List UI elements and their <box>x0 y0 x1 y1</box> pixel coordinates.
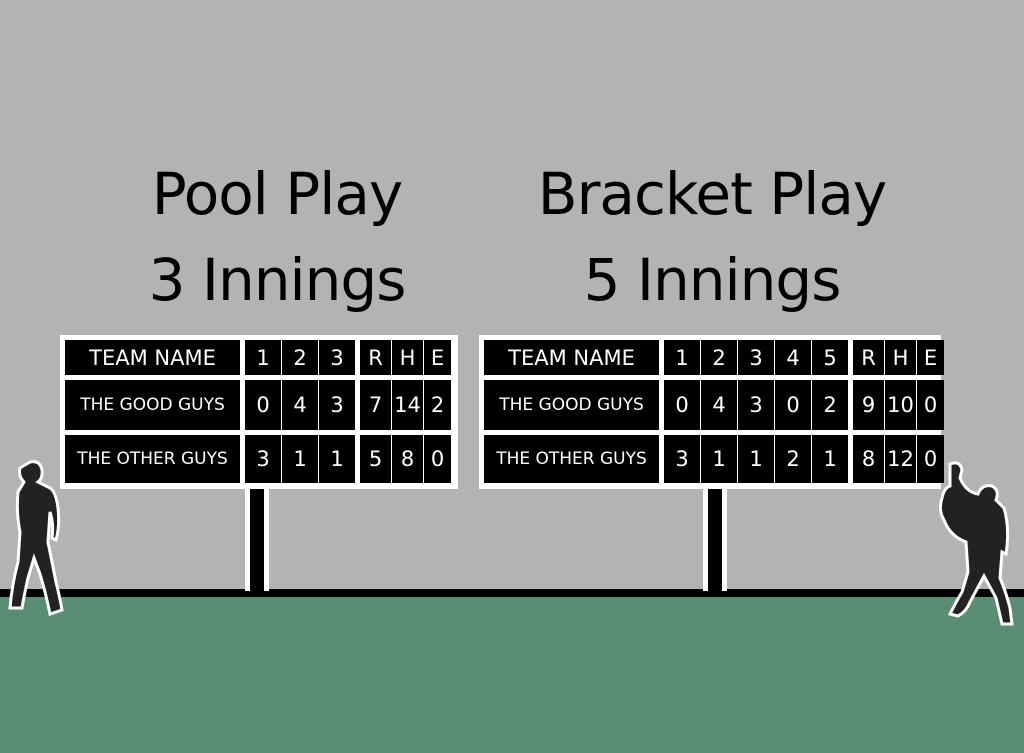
score-cell: 3 <box>664 435 700 483</box>
pool-scoreboard-post <box>245 489 269 591</box>
score-cell: 0 <box>917 380 944 430</box>
bracket-scoreboard-post <box>703 489 727 591</box>
score-cell: 4 <box>282 380 318 430</box>
column-header: H <box>392 340 423 375</box>
column-header: 2 <box>282 340 318 375</box>
column-header: 5 <box>812 340 848 375</box>
score-cell: 3 <box>738 380 774 430</box>
column-header: R <box>853 340 884 375</box>
fielder-right-silhouette-icon <box>938 461 1014 626</box>
column-header: 1 <box>664 340 700 375</box>
column-header: 3 <box>319 340 355 375</box>
score-cell: 0 <box>664 380 700 430</box>
bracket-play-title: Bracket Play <box>537 160 887 228</box>
fielder-left-silhouette-icon <box>8 460 64 616</box>
grass-field <box>0 596 1024 753</box>
team-name-header: TEAM NAME <box>65 340 240 375</box>
column-header: E <box>917 340 944 375</box>
column-header: R <box>360 340 391 375</box>
score-cell: 7 <box>360 380 391 430</box>
team-name-cell: THE GOOD GUYS <box>65 380 240 430</box>
score-cell: 0 <box>917 435 944 483</box>
pool-play-title: Pool Play <box>151 160 403 228</box>
score-cell: 10 <box>885 380 916 430</box>
score-cell: 4 <box>701 380 737 430</box>
column-header: 4 <box>775 340 811 375</box>
score-cell: 1 <box>812 435 848 483</box>
column-header: 1 <box>245 340 281 375</box>
score-cell: 9 <box>853 380 884 430</box>
column-header: H <box>885 340 916 375</box>
team-name-cell: THE GOOD GUYS <box>484 380 659 430</box>
bracket-play-innings: 5 Innings <box>583 246 842 314</box>
score-cell: 8 <box>392 435 423 483</box>
score-cell: 0 <box>775 380 811 430</box>
column-header: 3 <box>738 340 774 375</box>
score-cell: 1 <box>319 435 355 483</box>
score-cell: 1 <box>738 435 774 483</box>
team-name-header: TEAM NAME <box>484 340 659 375</box>
score-cell: 8 <box>853 435 884 483</box>
column-header: E <box>424 340 451 375</box>
score-cell: 1 <box>701 435 737 483</box>
score-cell: 3 <box>319 380 355 430</box>
score-cell: 3 <box>245 435 281 483</box>
score-cell: 1 <box>282 435 318 483</box>
score-cell: 0 <box>245 380 281 430</box>
score-cell: 2 <box>775 435 811 483</box>
team-name-cell: THE OTHER GUYS <box>65 435 240 483</box>
score-cell: 5 <box>360 435 391 483</box>
column-header: 2 <box>701 340 737 375</box>
score-cell: 2 <box>424 380 451 430</box>
ground-line <box>0 589 1024 597</box>
score-cell: 12 <box>885 435 916 483</box>
score-cell: 2 <box>812 380 848 430</box>
pool-play-innings: 3 Innings <box>148 246 407 314</box>
team-name-cell: THE OTHER GUYS <box>484 435 659 483</box>
score-cell: 14 <box>392 380 423 430</box>
score-cell: 0 <box>424 435 451 483</box>
